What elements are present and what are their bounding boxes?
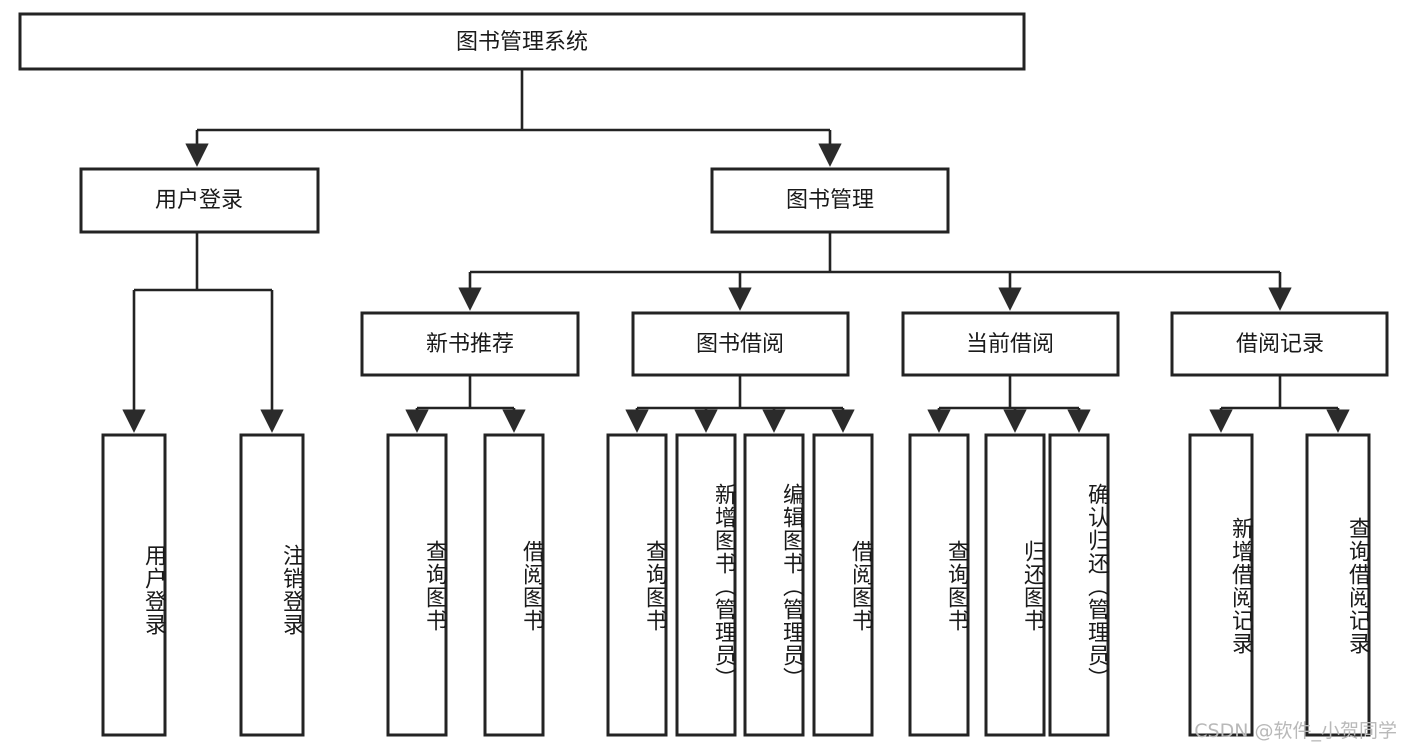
node-book-manage-box[interactable] — [710, 167, 950, 234]
node-leaf-query-book-2-box[interactable] — [606, 433, 668, 737]
node-root-box[interactable] — [18, 12, 1026, 71]
node-current-borrow-label: 当前借阅 — [966, 332, 1054, 357]
node-borrow-record-label: 借阅记录 — [1236, 332, 1324, 357]
edge-group-new-book-rec-to-leaves — [405, 375, 526, 433]
edge-group-root-to-level2 — [185, 69, 842, 167]
node-leaf-add-record-box[interactable] — [1188, 433, 1254, 737]
node-leaf-borrow-book-2-box[interactable] — [812, 433, 874, 737]
node-leaf-query-book-3-box[interactable] — [908, 433, 970, 737]
node-leaf-confirm-return-box[interactable] — [1048, 433, 1110, 737]
node-new-book-rec[interactable]: 新书推荐 — [360, 311, 580, 377]
node-root[interactable]: 图书管理系统 — [18, 12, 1026, 71]
node-leaf-borrow-book-1-box[interactable] — [483, 433, 545, 737]
node-leaf-add-book-box[interactable] — [675, 433, 737, 737]
edge-group-user-login-to-leaves — [122, 232, 284, 433]
node-root-label: 图书管理系统 — [456, 30, 588, 55]
leaf-boxes — [101, 433, 1371, 737]
node-user-login[interactable]: 用户登录 — [79, 167, 320, 234]
csdn-watermark: CSDN @软件_小贺同学 — [1194, 720, 1397, 742]
edge-group-book-borrow-to-leaves — [625, 375, 855, 433]
node-borrow-record-box[interactable] — [1170, 311, 1389, 377]
edge-group-borrow-record-to-leaves — [1209, 375, 1350, 433]
node-book-borrow-label: 图书借阅 — [696, 332, 784, 357]
node-new-book-rec-label: 新书推荐 — [426, 332, 514, 357]
node-leaf-logout-box[interactable] — [239, 433, 305, 737]
node-user-login-box[interactable] — [79, 167, 320, 234]
node-book-borrow-box[interactable] — [631, 311, 850, 377]
node-borrow-record[interactable]: 借阅记录 — [1170, 311, 1389, 377]
node-leaf-query-book-1-box[interactable] — [386, 433, 448, 737]
node-leaf-edit-book-box[interactable] — [743, 433, 805, 737]
node-book-manage[interactable]: 图书管理 — [710, 167, 950, 234]
node-current-borrow-box[interactable] — [901, 311, 1120, 377]
node-leaf-user-login-box[interactable] — [101, 433, 167, 737]
node-current-borrow[interactable]: 当前借阅 — [901, 311, 1120, 377]
node-book-borrow[interactable]: 图书借阅 — [631, 311, 850, 377]
edge-group-current-borrow-to-leaves — [927, 375, 1091, 433]
node-new-book-rec-box[interactable] — [360, 311, 580, 377]
node-book-manage-label: 图书管理 — [786, 188, 874, 213]
edge-group-book-manage-to-level3 — [458, 232, 1292, 311]
node-leaf-return-book-box[interactable] — [984, 433, 1046, 737]
node-user-login-label: 用户登录 — [155, 188, 243, 213]
node-leaf-query-record-box[interactable] — [1305, 433, 1371, 737]
